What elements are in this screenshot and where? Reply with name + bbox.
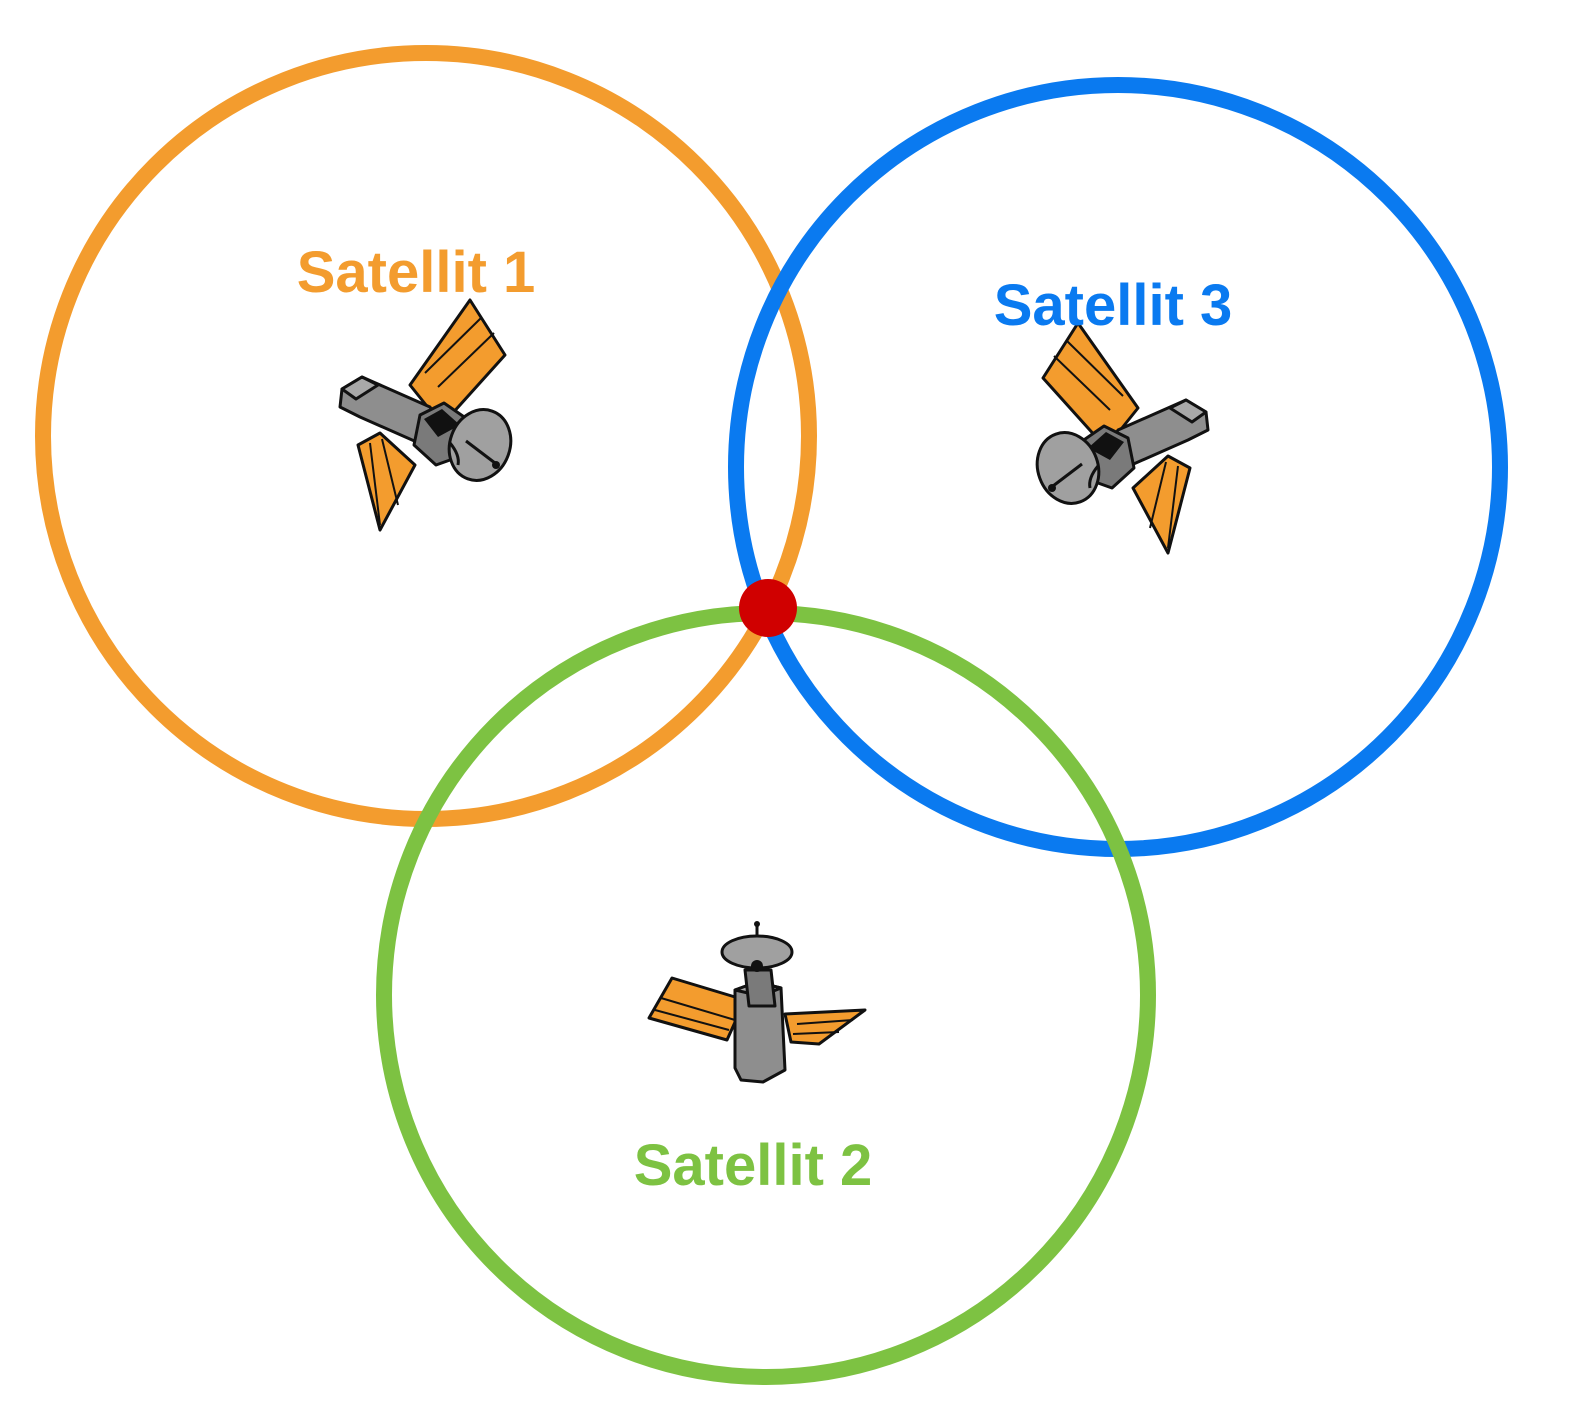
satellite-2-icon xyxy=(647,921,867,1084)
satellite-2-label: Satellit 2 xyxy=(634,1133,873,1198)
satellite-3-label: Satellit 3 xyxy=(994,273,1233,338)
satellite-3-icon xyxy=(1025,321,1210,555)
satellite-1-icon xyxy=(338,298,523,532)
position-dot xyxy=(739,579,797,637)
satellite-1-label: Satellit 1 xyxy=(297,240,536,305)
